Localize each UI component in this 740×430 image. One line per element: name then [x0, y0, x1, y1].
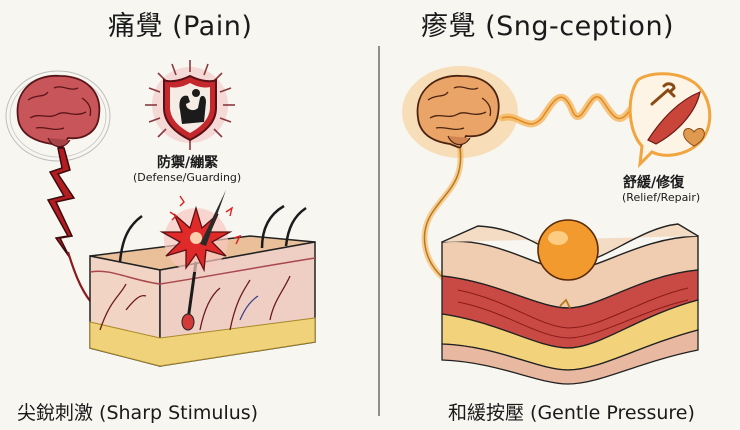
- brain-icon: [402, 66, 518, 158]
- heart-icon: [683, 128, 705, 147]
- wrench-icon: [650, 82, 676, 106]
- pain-panel: 痛覺 (Pain) 防禦/繃緊 (Defense/Guarding) 尖銳刺激 …: [5, 11, 316, 424]
- relief-label-cn: 舒緩/修復: [623, 175, 685, 191]
- sharp-needle-icon: [159, 190, 242, 273]
- defense-label-cn: 防禦/繃緊: [157, 155, 219, 171]
- pain-caption: 尖銳刺激 (Sharp Stimulus): [17, 402, 259, 424]
- shield-muscle-icon: [145, 60, 235, 150]
- panel-divider: [378, 46, 380, 416]
- sngception-panel: 瘆覺 (Sng-ception) 舒緩/修復 (Relief/Repair) 和…: [378, 0, 740, 430]
- speech-bubble-icon: [628, 72, 712, 169]
- pressure-ball-icon: [537, 219, 599, 281]
- brain-icon: [5, 70, 111, 162]
- wave-signal-icon: [498, 93, 634, 128]
- pain-title: 痛覺 (Pain): [108, 11, 253, 42]
- pain-illustration: [5, 60, 316, 367]
- muscle-icon: [647, 91, 701, 145]
- lightning-bolt-icon: [46, 147, 76, 259]
- sngception-caption: 和緩按壓 (Gentle Pressure): [448, 402, 695, 424]
- relief-label-en: (Relief/Repair): [622, 191, 701, 204]
- sngception-illustration: [402, 66, 712, 385]
- sngception-title: 瘆覺 (Sng-ception): [421, 11, 675, 42]
- defense-label-en: (Defense/Guarding): [133, 171, 242, 184]
